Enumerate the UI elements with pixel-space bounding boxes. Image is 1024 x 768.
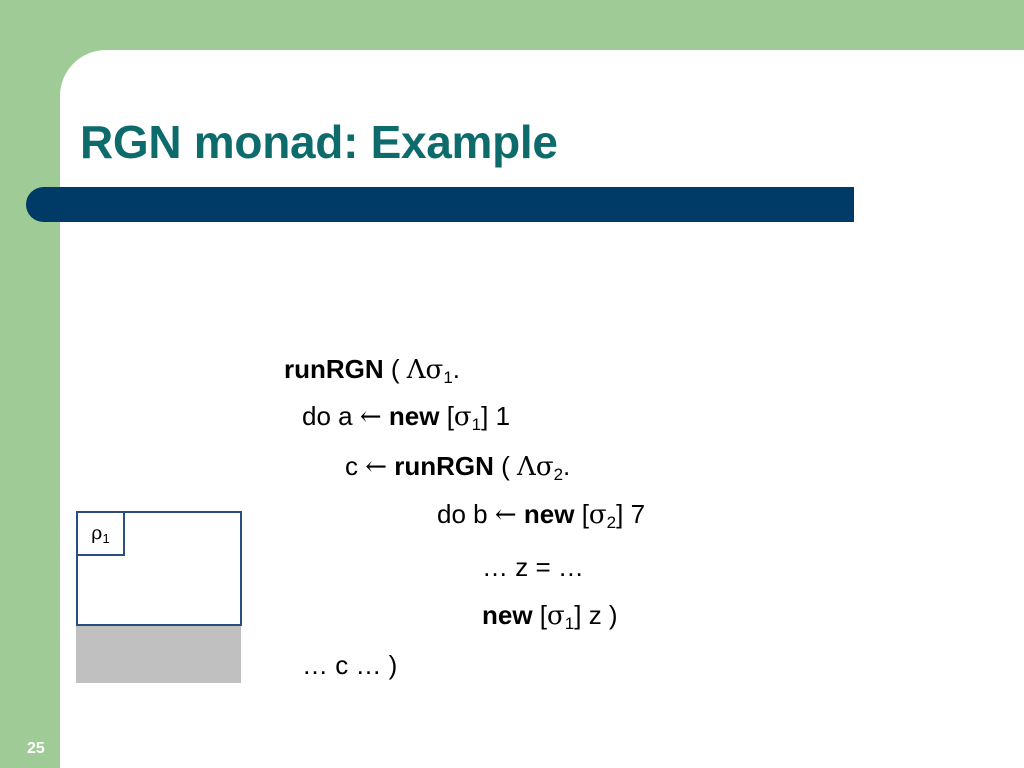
code-line-5: … z = … [482, 552, 584, 582]
title-underline-bar [26, 187, 854, 222]
region-stack-base [76, 626, 241, 683]
code-line-1: runRGN ( Λσ1. [284, 354, 461, 387]
slide-title: RGN monad: Example [80, 116, 558, 168]
header-tab [60, 0, 340, 52]
code-line-6: new [σ1] z ) [482, 600, 618, 633]
page-number: 25 [27, 740, 45, 757]
code-line-4: do b ← new [σ2] 7 [437, 499, 646, 532]
code-line-7: … c … ) [302, 650, 398, 680]
region-rho1-label: ρ1 [76, 511, 125, 556]
code-line-3: c ← runRGN ( Λσ2. [345, 451, 571, 484]
code-line-2: do a ← new [σ1] 1 [302, 401, 511, 434]
